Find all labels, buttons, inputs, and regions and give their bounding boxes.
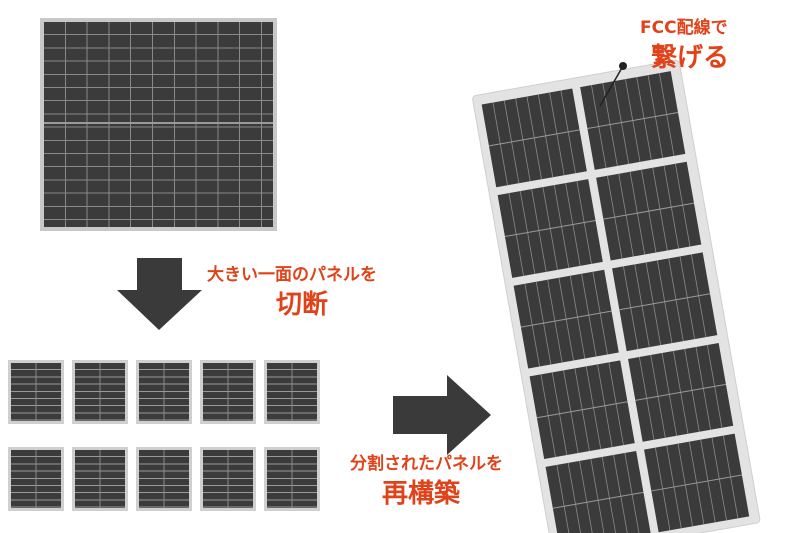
cell-midline xyxy=(635,383,727,401)
split-panel-cells xyxy=(139,450,189,508)
split-panel-cells xyxy=(203,450,253,508)
split-panel-cells xyxy=(11,363,61,421)
split-panel xyxy=(200,360,256,424)
cut-caption-line2: 切断 xyxy=(276,290,329,320)
callout-pointer-line xyxy=(599,65,624,107)
large-solar-panel xyxy=(40,18,277,231)
cell-midline xyxy=(619,293,711,311)
split-panel-cells xyxy=(75,363,125,421)
split-panel xyxy=(264,360,320,424)
cell-midline xyxy=(520,310,612,328)
cell-midline xyxy=(651,474,743,492)
split-panel xyxy=(264,447,320,511)
rebuild-caption-line1: 分割されたパネルを xyxy=(350,454,503,474)
arrow-right-icon xyxy=(393,375,491,455)
fcc-caption-line2: 繋げる xyxy=(651,43,730,73)
split-panel xyxy=(8,360,64,424)
cell-midline xyxy=(536,401,628,419)
callout-pointer-icon xyxy=(619,62,627,70)
rebuild-caption-line2: 再構築 xyxy=(382,479,461,509)
cell-midline xyxy=(504,220,596,237)
split-panel-cells xyxy=(267,450,317,508)
split-panel xyxy=(136,447,192,511)
reconstructed-panel xyxy=(472,59,761,533)
split-panel-cells xyxy=(139,363,189,421)
split-panel-cells xyxy=(11,450,61,508)
cell-midline xyxy=(488,129,580,147)
split-panel-cells xyxy=(203,363,253,421)
fcc-caption-line1: FCC配線で xyxy=(640,18,728,38)
split-panel xyxy=(8,447,64,511)
split-panel xyxy=(72,360,128,424)
cell-midline xyxy=(587,112,679,130)
large-panel-midline xyxy=(44,122,273,124)
split-panel-cells xyxy=(267,363,317,421)
cell-midline xyxy=(552,491,644,509)
large-panel-cells xyxy=(44,22,273,227)
split-panel xyxy=(200,447,256,511)
reconstructed-panel-cells xyxy=(481,71,750,533)
split-panel-cells xyxy=(75,450,125,508)
arrow-down-icon xyxy=(117,258,202,330)
cell-midline xyxy=(603,202,695,220)
cut-caption-line1: 大きい一面のパネルを xyxy=(207,265,377,285)
split-panel xyxy=(136,360,192,424)
split-panel xyxy=(72,447,128,511)
